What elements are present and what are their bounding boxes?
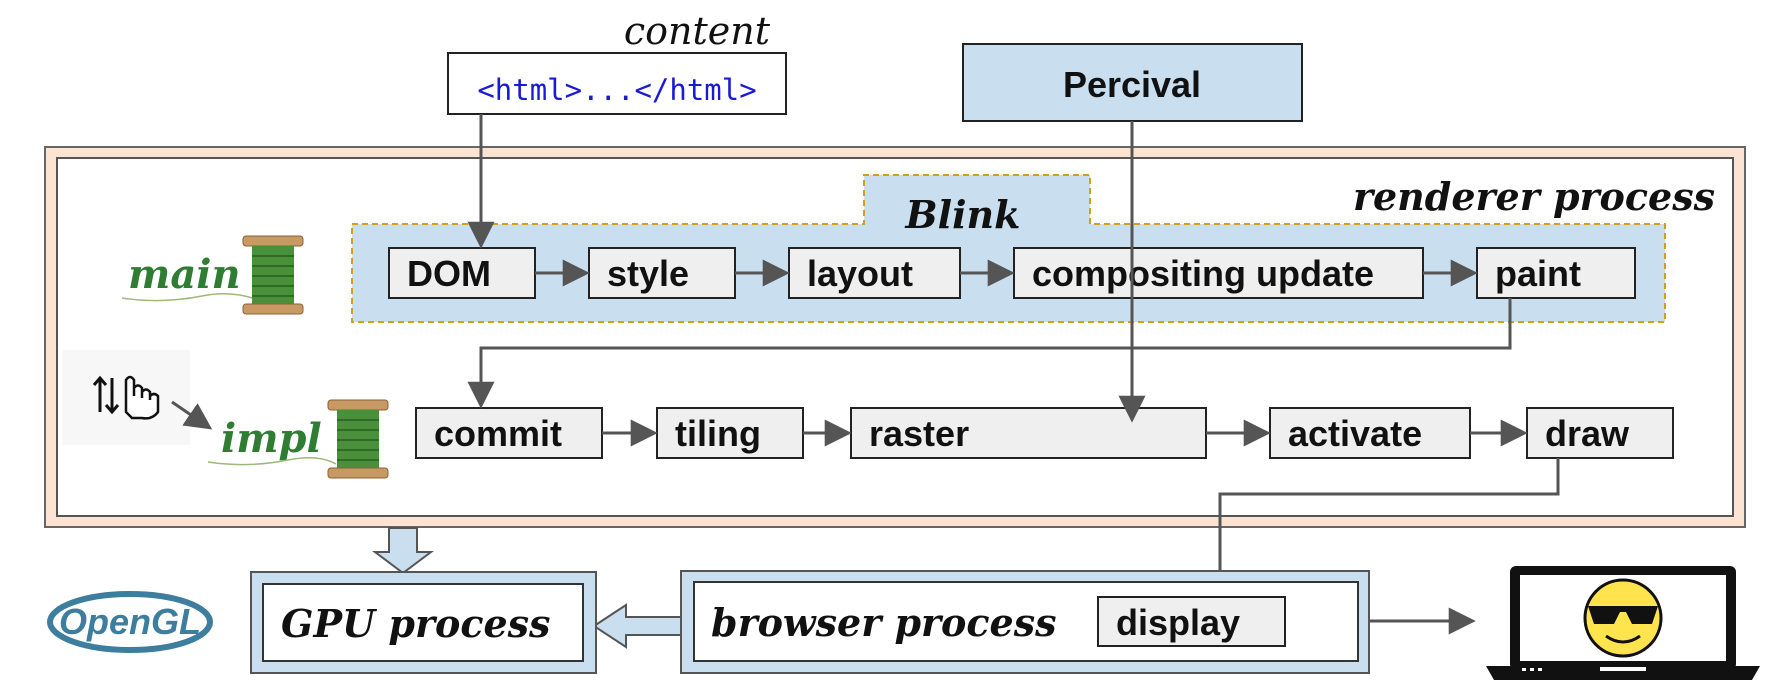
stage-tiling-box <box>656 407 804 459</box>
paint-to-commit-arrow <box>467 298 1512 409</box>
thread-spool-icon <box>207 399 389 479</box>
stage-commit-box <box>415 407 603 459</box>
stage-activate-label: activate <box>1288 413 1422 454</box>
scroll-gesture-icon <box>62 350 213 445</box>
thread-spool-icon <box>121 235 304 315</box>
main-thread-label: main <box>128 251 241 298</box>
stage-dom-label: DOM <box>407 253 491 294</box>
percival-box <box>962 43 1303 122</box>
browser-to-gpu-arrow <box>592 603 682 649</box>
stage-raster-label: raster <box>869 413 969 454</box>
stage-activate-box <box>1269 407 1471 459</box>
draw-to-display-arrow <box>1206 458 1560 599</box>
main-thread-stages: DOM style layout compositing update pain… <box>388 247 1636 299</box>
impl-thread-label: impl <box>221 415 322 462</box>
content-label: content <box>624 9 771 53</box>
stage-dom-box <box>388 247 536 299</box>
percival-label: Percival <box>1063 64 1201 105</box>
browser-process-inner <box>693 581 1359 662</box>
stage-tiling-label: tiling <box>675 413 761 454</box>
gpu-process-inner <box>262 583 584 662</box>
stage-compositing-update-label: compositing update <box>1032 253 1374 294</box>
browser-process-label: browser process <box>711 600 1057 645</box>
cool-smiley-icon <box>1583 578 1663 658</box>
display-label: display <box>1116 602 1240 643</box>
opengl-logo: OpenGL <box>47 591 213 653</box>
blink-label: Blink <box>905 192 1021 237</box>
stage-paint-box <box>1476 247 1636 299</box>
svg-text:OpenGL: OpenGL <box>59 601 201 642</box>
html-snippet-text: <html>...</html> <box>477 73 756 107</box>
impl-thread-stages: commit tiling raster activate draw <box>415 407 1674 459</box>
stage-compositing-update-box <box>1013 247 1424 299</box>
renderer-process-label: renderer process <box>1353 174 1715 219</box>
stage-paint-label: paint <box>1495 253 1581 294</box>
stage-draw-box <box>1526 407 1674 459</box>
stage-layout-box <box>788 247 961 299</box>
gpu-process-label: GPU process <box>281 601 550 646</box>
stage-draw-label: draw <box>1545 413 1630 454</box>
html-content-box <box>447 52 787 115</box>
stage-commit-label: commit <box>434 413 562 454</box>
stage-style-box <box>588 247 736 299</box>
stage-style-label: style <box>607 253 689 294</box>
renderer-to-gpu-arrow <box>372 527 434 575</box>
stage-raster-box <box>850 407 1207 459</box>
stage-layout-label: layout <box>807 253 913 294</box>
display-box <box>1097 596 1286 647</box>
